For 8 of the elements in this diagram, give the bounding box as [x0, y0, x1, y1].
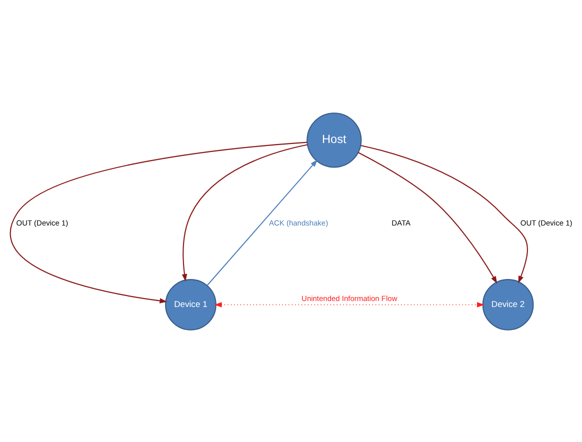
arrow	[214, 302, 484, 307]
arrow	[358, 152, 498, 284]
arrow	[360, 144, 528, 283]
arrow	[206, 159, 318, 286]
node-circle: Device 1	[165, 278, 216, 330]
arrow	[10, 141, 308, 303]
arrow	[182, 144, 308, 282]
node-circle: Device 2	[482, 278, 534, 330]
